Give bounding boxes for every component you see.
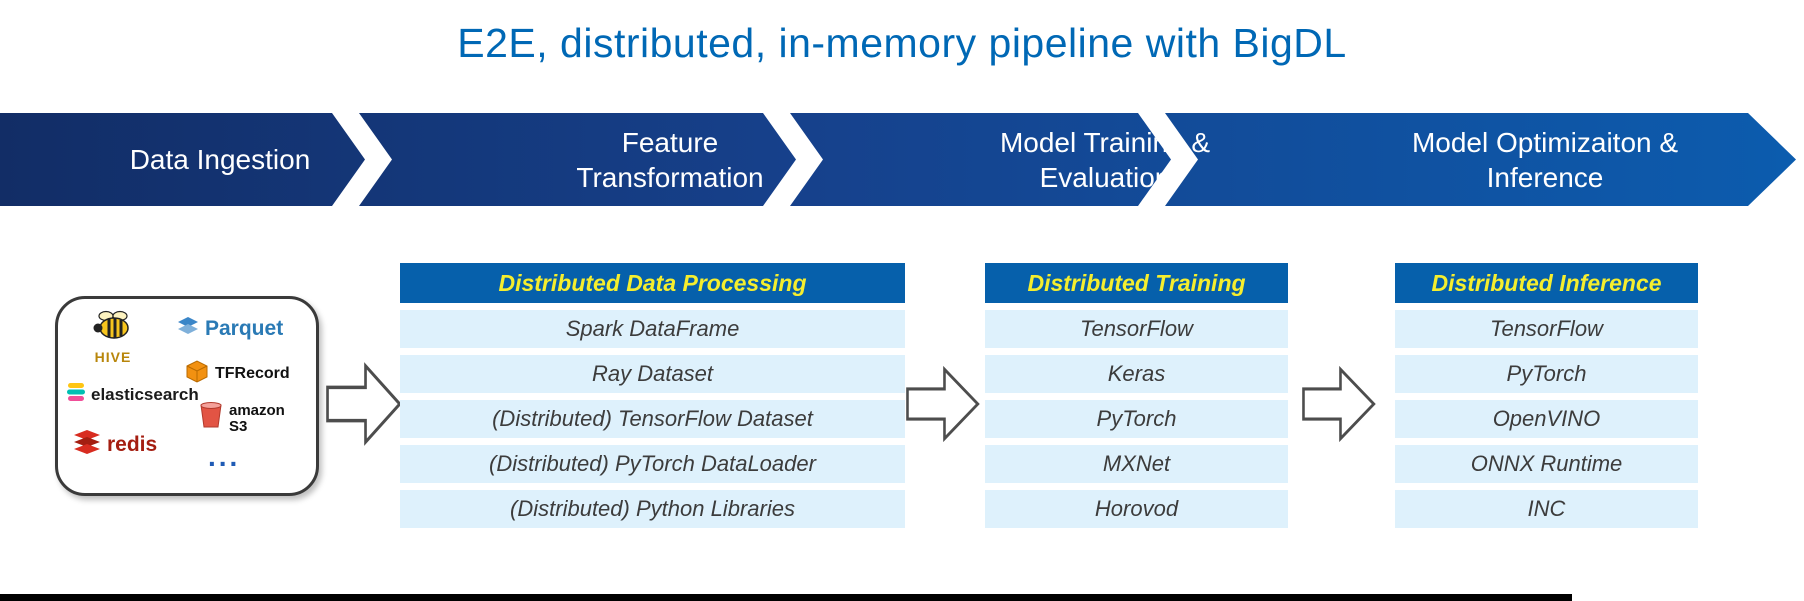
more-sources-ellipsis: ... [208,441,241,472]
parquet-logo: Parquet [176,315,283,342]
arrow-right-icon [326,360,402,448]
table-header: Distributed Inference [1395,263,1698,303]
elasticsearch-logo: elasticsearch [66,381,199,408]
table-row: PyTorch [1395,355,1698,393]
footer-bar [0,594,1572,601]
hive-logo: HIVE [90,307,136,365]
redis-icon [72,429,102,460]
table-row: MXNet [985,445,1288,483]
parquet-icon [176,315,200,342]
amazon-label: amazon [229,402,285,419]
table-row: PyTorch [985,400,1288,438]
table-row: ONNX Runtime [1395,445,1698,483]
arrow-right-icon [1302,364,1376,444]
pipeline-banner: Data Ingestion Feature Transformation Mo… [0,113,1796,206]
elasticsearch-icon [66,381,86,408]
table-row: TensorFlow [1395,310,1698,348]
hive-label: HIVE [94,349,132,365]
amazon-s3-logo: amazon S3 [198,401,285,436]
table-header: Distributed Data Processing [400,263,905,303]
page-title: E2E, distributed, in-memory pipeline wit… [457,20,1347,66]
tfrecord-box-icon [184,357,210,390]
data-sources-box: HIVE Parquet elasticsearch [55,296,319,496]
stage-feature-transformation: Feature Transformation [576,126,764,193]
redis-logo: redis [72,429,157,460]
table-row: (Distributed) Python Libraries [400,490,905,528]
stage-model-optimization-inference: Model Optimizaiton & Inference [1411,126,1679,193]
arrow-right-icon [906,364,980,444]
table-row: Ray Dataset [400,355,905,393]
table-row: (Distributed) TensorFlow Dataset [400,400,905,438]
parquet-label: Parquet [205,316,284,340]
training-table: Distributed Training TensorFlow Keras Py… [985,263,1288,535]
ellipsis-label: ... [208,441,241,472]
table-row: Keras [985,355,1288,393]
table-row: (Distributed) PyTorch DataLoader [400,445,905,483]
s3-bucket-icon [198,401,224,436]
hive-bee-icon [90,307,136,348]
table-row: Spark DataFrame [400,310,905,348]
tfrecord-label: TFRecord [215,364,290,382]
table-row: TensorFlow [985,310,1288,348]
s3-label: S3 [229,418,248,435]
redis-label: redis [107,432,158,456]
table-row: OpenVINO [1395,400,1698,438]
data-processing-table: Distributed Data Processing Spark DataFr… [400,263,905,535]
tfrecord-logo: TFRecord [184,357,290,390]
table-header: Distributed Training [985,263,1288,303]
inference-table: Distributed Inference TensorFlow PyTorch… [1395,263,1698,535]
table-row: Horovod [985,490,1288,528]
elasticsearch-label: elasticsearch [91,384,199,404]
table-row: INC [1395,490,1698,528]
stage-data-ingestion: Data Ingestion [129,144,311,175]
